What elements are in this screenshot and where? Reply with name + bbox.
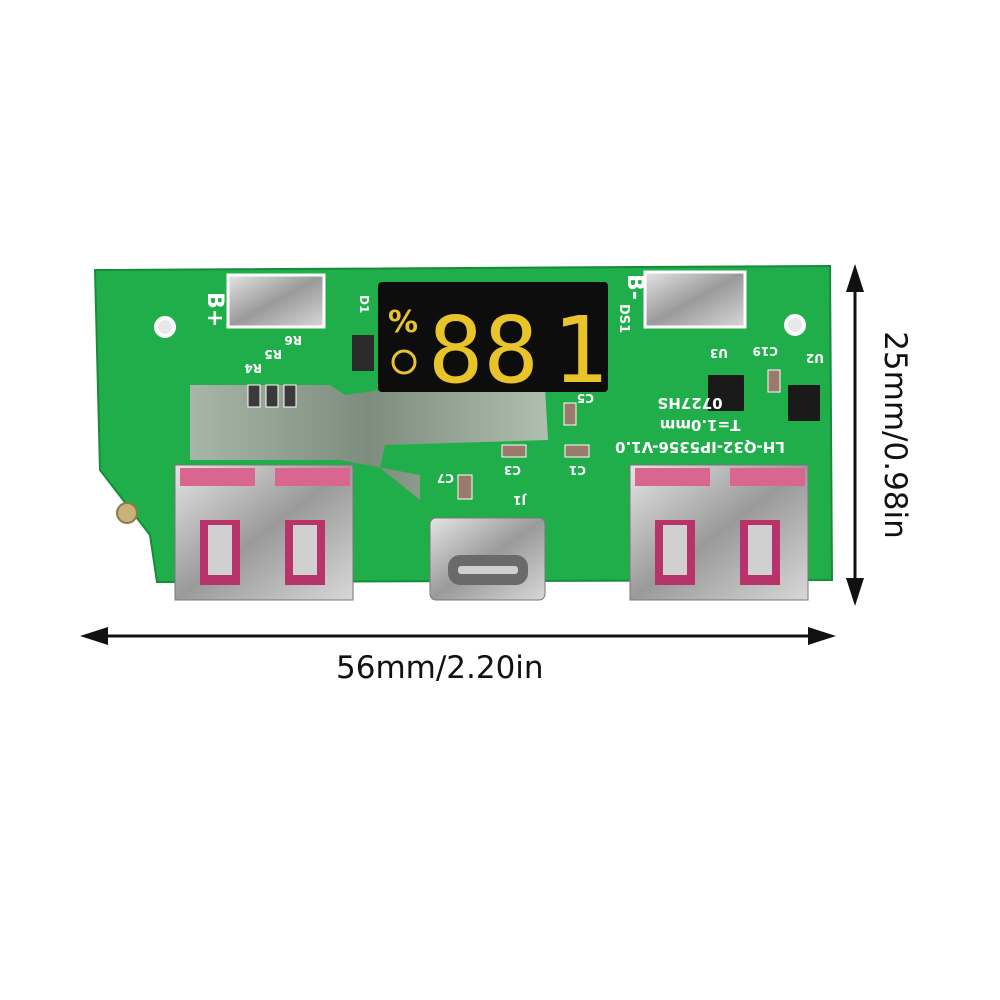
silk-code: 0727HS bbox=[657, 394, 722, 412]
charging-bolt-icon bbox=[391, 349, 417, 375]
resistor-r6 bbox=[283, 384, 297, 408]
battery-pad-positive bbox=[226, 273, 326, 329]
silk-c19: C19 bbox=[752, 344, 778, 358]
capacitor-c5 bbox=[563, 402, 577, 426]
silk-c1: C1 bbox=[569, 463, 586, 477]
chip-u3 bbox=[708, 375, 744, 411]
silk-c3: C3 bbox=[504, 463, 521, 477]
width-label: 56mm/2.20in bbox=[336, 650, 544, 686]
display-last-digit: 1 bbox=[552, 297, 607, 404]
silk-u3: U3 bbox=[710, 346, 728, 360]
silk-c5: C5 bbox=[577, 391, 594, 405]
height-dimension-arrow bbox=[846, 264, 864, 606]
usb-a-port-right bbox=[629, 464, 809, 601]
capacitor-c19 bbox=[767, 369, 781, 393]
silk-r4: R4 bbox=[244, 361, 262, 375]
solder-point bbox=[116, 502, 138, 524]
battery-pad-negative bbox=[643, 270, 747, 329]
silk-b-minus: B- bbox=[622, 274, 647, 300]
silk-u2: U2 bbox=[806, 351, 824, 365]
usb-c-port bbox=[429, 517, 546, 601]
led-display bbox=[378, 282, 608, 392]
silk-d1: D1 bbox=[357, 295, 371, 313]
chip-u2 bbox=[788, 385, 820, 421]
silk-ds1: DS1 bbox=[616, 304, 631, 333]
capacitor-c1 bbox=[564, 444, 590, 458]
silk-r5: R5 bbox=[264, 347, 282, 361]
copper-pad-area bbox=[190, 385, 548, 500]
silk-r6: R6 bbox=[284, 333, 302, 347]
diode-d1 bbox=[352, 335, 374, 371]
mounting-hole bbox=[784, 314, 806, 336]
height-label: 25mm/0.98in bbox=[877, 331, 913, 539]
percent-symbol: % bbox=[388, 305, 418, 340]
capacitor-c7 bbox=[457, 474, 473, 500]
display-digits: 88 bbox=[428, 297, 539, 404]
silk-thickness: T=1.0mm bbox=[660, 416, 741, 434]
silk-j1: J1 bbox=[513, 493, 527, 507]
usb-a-port-left bbox=[174, 464, 354, 601]
width-dimension-arrow bbox=[80, 627, 836, 645]
silk-model: LH-Q32-IP5356-V1.0 bbox=[615, 438, 785, 456]
mounting-hole bbox=[154, 316, 176, 338]
resistor-r5 bbox=[265, 384, 279, 408]
capacitor-c3 bbox=[501, 444, 527, 458]
resistor-r4 bbox=[247, 384, 261, 408]
silk-b-plus: B+ bbox=[202, 292, 227, 327]
silk-c7: C7 bbox=[437, 471, 454, 485]
